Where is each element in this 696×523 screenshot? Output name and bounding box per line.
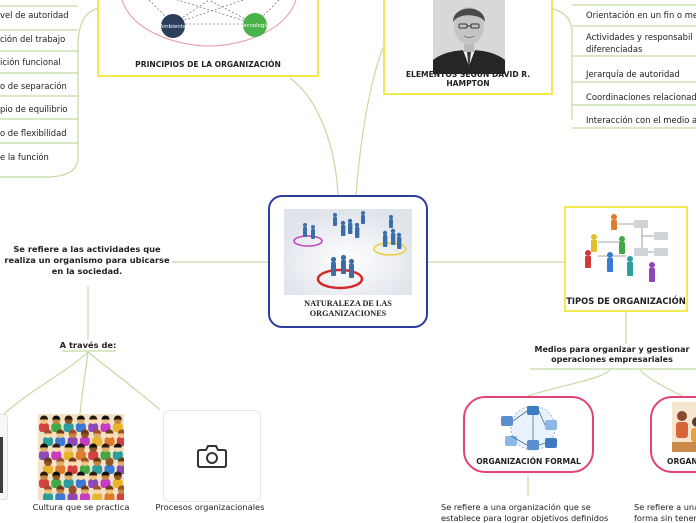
principle-item[interactable]: ción del trabajo [0, 34, 66, 44]
formal-network-image [501, 405, 557, 451]
crowd-person [100, 415, 111, 432]
types-org-chart-image [585, 214, 668, 282]
informal-people-image [672, 402, 696, 452]
hampton-node[interactable]: ELEMENTOS SEGÚN DAVID R. HAMPTON [383, 0, 553, 95]
crowd-person [43, 485, 53, 500]
definition-text[interactable]: Se refiere a las actividades que realiza… [4, 244, 170, 276]
crowd-person [63, 415, 74, 432]
crowd-person [88, 471, 99, 488]
principle-item[interactable]: o de separación [0, 81, 67, 91]
ambiente-circle [161, 14, 185, 38]
types-node[interactable]: TIPOS DE ORGANIZACIÓN [564, 206, 688, 312]
crowd-person [39, 471, 49, 488]
means-label[interactable]: Medios para organizar y gestionar operac… [534, 345, 690, 365]
principles-node[interactable]: Ambiente Tecnología PRINCIPIOS DE LA ORG… [97, 0, 319, 77]
informal-caption: ORGANI [667, 456, 696, 466]
culture-label[interactable]: Cultura que se practica [32, 502, 130, 512]
hampton-item: diferenciadas [586, 44, 643, 54]
connector-center-principles [289, 77, 339, 197]
camera-icon [197, 445, 227, 468]
crowd-person [100, 443, 111, 460]
crowd-person [75, 443, 86, 460]
crowd-person [67, 429, 78, 446]
crowd-person [55, 457, 66, 474]
hampton-item[interactable]: Orientación en un fin o me [586, 10, 696, 20]
culture-image[interactable] [38, 414, 124, 500]
ambiente-label: Ambiente [159, 24, 187, 30]
crowd-person [67, 485, 78, 500]
crowd-person [79, 429, 90, 446]
processes-label[interactable]: Procesos organizacionales [155, 502, 265, 512]
crowd-person [116, 485, 124, 500]
principle-item[interactable]: o de flexibilidad [0, 128, 67, 138]
crowd-person [75, 415, 86, 432]
crowd-person [100, 471, 111, 488]
principle-item[interactable]: pio de equilibrio [0, 104, 68, 114]
crowd-person [104, 485, 115, 500]
crowd-person [55, 429, 66, 446]
crowd-person [75, 471, 86, 488]
hampton-item[interactable]: Jerarquía de autoridad [586, 69, 680, 79]
crowd-person [112, 471, 123, 488]
center-node[interactable]: NATURALEZA DE LAS ORGANIZACIONES [268, 195, 428, 328]
hampton-item[interactable]: Coordinaciones relacionad [586, 92, 696, 102]
crowd-person [43, 429, 53, 446]
hampton-item[interactable]: Interacción con el medio a [586, 115, 696, 125]
crowd-person [79, 457, 90, 474]
crowd-person [51, 471, 62, 488]
center-title: NATURALEZA DE LAS ORGANIZACIONES [304, 298, 392, 318]
crowd-person [112, 443, 123, 460]
crowd-person [88, 443, 99, 460]
principle-item[interactable]: vel de autoridad [0, 10, 69, 20]
crowd-person [104, 457, 115, 474]
crowd-person [63, 443, 74, 460]
crowd-person [63, 471, 74, 488]
crowd-person [116, 429, 124, 446]
principles-caption: PRINCIPIOS DE LA ORGANIZACIÓN [135, 59, 281, 69]
crowd-person [67, 457, 78, 474]
hampton-portrait-image [433, 0, 505, 74]
crowd-person [51, 415, 62, 432]
crowd-person [92, 457, 103, 474]
formal-caption: ORGANIZACIÓN FORMAL [476, 456, 581, 466]
crowd-person [51, 443, 62, 460]
connector-hampton-list [550, 7, 573, 120]
crowd-person [55, 485, 66, 500]
hampton-item[interactable]: Actividades y responsabil [586, 32, 693, 42]
principles-diagram-image: Ambiente Tecnología [121, 0, 297, 47]
center-people-image [284, 209, 412, 295]
crowd-image [38, 414, 124, 500]
crowd-person [116, 457, 124, 474]
principle-item[interactable]: e la función [0, 152, 49, 162]
connector-principles-list [49, 7, 99, 178]
informal-node[interactable]: ORGANI [650, 396, 696, 473]
principle-item[interactable]: ición funcional [0, 57, 61, 67]
types-caption: TIPOS DE ORGANIZACIÓN [566, 295, 686, 306]
crowd-person [112, 415, 123, 432]
crowd-person [39, 415, 49, 432]
formal-text[interactable]: Se refiere a una organización que se est… [441, 502, 609, 523]
formal-node[interactable]: ORGANIZACIÓN FORMAL [463, 396, 594, 473]
tecnologia-label: Tecnología [240, 22, 269, 29]
crowd-person [88, 415, 99, 432]
crowd-person [43, 457, 53, 474]
crowd-person [79, 485, 90, 500]
processes-image[interactable] [163, 410, 261, 502]
crowd-person [104, 429, 115, 446]
informal-text[interactable]: Se refiere a una forma sin tener [634, 502, 696, 523]
crowd-person [92, 485, 103, 500]
left-cutoff-image[interactable] [0, 414, 8, 500]
hampton-caption: ELEMENTOS SEGÚN DAVID R. HAMPTON [405, 69, 531, 88]
crowd-person [92, 429, 103, 446]
tecnologia-circle [243, 13, 267, 37]
crowd-person [39, 443, 49, 460]
through-label[interactable]: A través de: [59, 340, 117, 350]
